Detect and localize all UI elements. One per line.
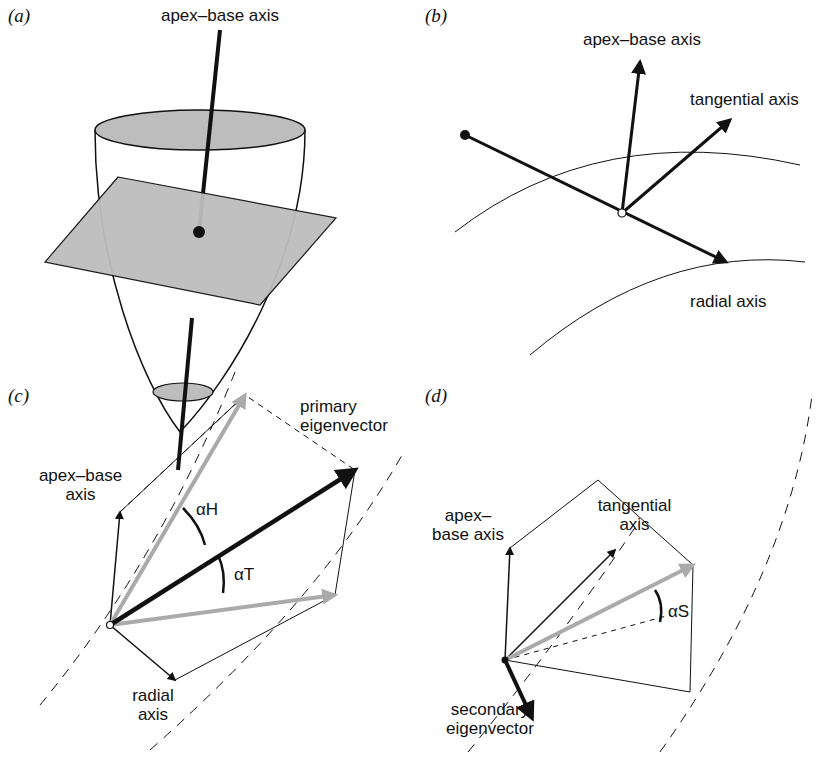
axis-label: radial axis — [690, 292, 810, 311]
vector-label: primary eigenvector — [300, 397, 410, 435]
axis-label: apex–base axis — [427, 506, 509, 544]
sheet-angle — [468, 395, 812, 752]
axis-label: apex–base axis — [38, 466, 123, 504]
axis-label: apex–base axis — [572, 30, 712, 49]
panel-letter: (c) — [8, 386, 48, 405]
angle-label: αT — [234, 565, 274, 584]
panel-letter: (a) — [8, 6, 48, 25]
panel-letter: (b) — [425, 6, 465, 25]
vector-label: secondary eigenvector — [440, 700, 540, 738]
axis-label: tangential axis — [690, 90, 830, 109]
panel-letter: (d) — [425, 386, 465, 405]
ventricle-figure — [45, 30, 336, 470]
angle-label: αH — [196, 500, 236, 519]
axis-label: apex–base axis — [150, 6, 290, 25]
axis-label: radial axis — [118, 686, 188, 724]
axis-label: tangential axis — [592, 496, 677, 534]
angle-label: αS — [668, 602, 708, 621]
